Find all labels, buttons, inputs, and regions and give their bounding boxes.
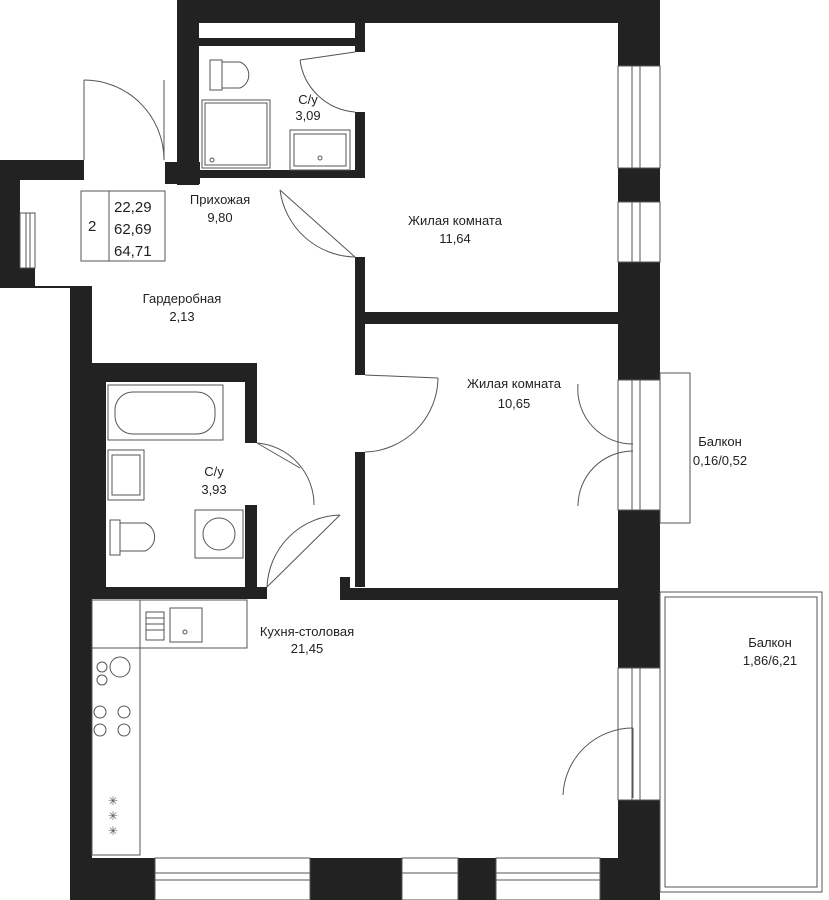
label-balcony-small-area: 0,16/0,52 [693, 453, 747, 468]
label-balcony-small-name: Балкон [698, 434, 742, 449]
label-wardrobe-area: 2,13 [169, 309, 194, 324]
summary-box: 2 22,29 62,69 64,71 [80, 190, 166, 262]
balconies [659, 372, 823, 893]
fixtures [91, 59, 351, 856]
walls [0, 0, 660, 900]
summary-living-area: 22,29 [114, 199, 152, 216]
svg-text:✳: ✳ [108, 824, 118, 838]
label-living-room-2-area: 10,65 [498, 396, 531, 411]
label-bathroom-top-name: С/у [298, 92, 318, 107]
label-bathroom-bottom-area: 3,93 [201, 482, 226, 497]
doors [83, 51, 634, 798]
label-balcony-large-area: 1,86/6,21 [743, 653, 797, 668]
svg-text:✳: ✳ [108, 809, 118, 823]
label-kitchen-name: Кухня-столовая [260, 624, 354, 639]
summary-rooms: 2 [88, 218, 96, 235]
label-living-room-1-area: 11,64 [439, 231, 471, 246]
summary-total-area: 62,69 [114, 221, 152, 238]
label-hallway-area: 9,80 [207, 210, 232, 225]
fridge-symbols: ✳ ✳ ✳ [108, 794, 118, 838]
summary-total-area-balconies: 64,71 [114, 243, 152, 260]
label-bathroom-bottom-name: С/у [204, 464, 224, 479]
label-living-room-2-name: Жилая комната [467, 376, 562, 391]
label-living-room-1-name: Жилая комната [408, 213, 503, 228]
label-bathroom-top-area: 3,09 [295, 108, 320, 123]
label-hallway-name: Прихожая [190, 192, 250, 207]
label-balcony-large-name: Балкон [748, 635, 792, 650]
label-wardrobe-name: Гардеробная [143, 291, 222, 306]
room-labels: С/у 3,09 Прихожая 9,80 Жилая комната 11,… [143, 92, 797, 668]
label-kitchen-area: 21,45 [291, 641, 324, 656]
svg-text:✳: ✳ [108, 794, 118, 808]
